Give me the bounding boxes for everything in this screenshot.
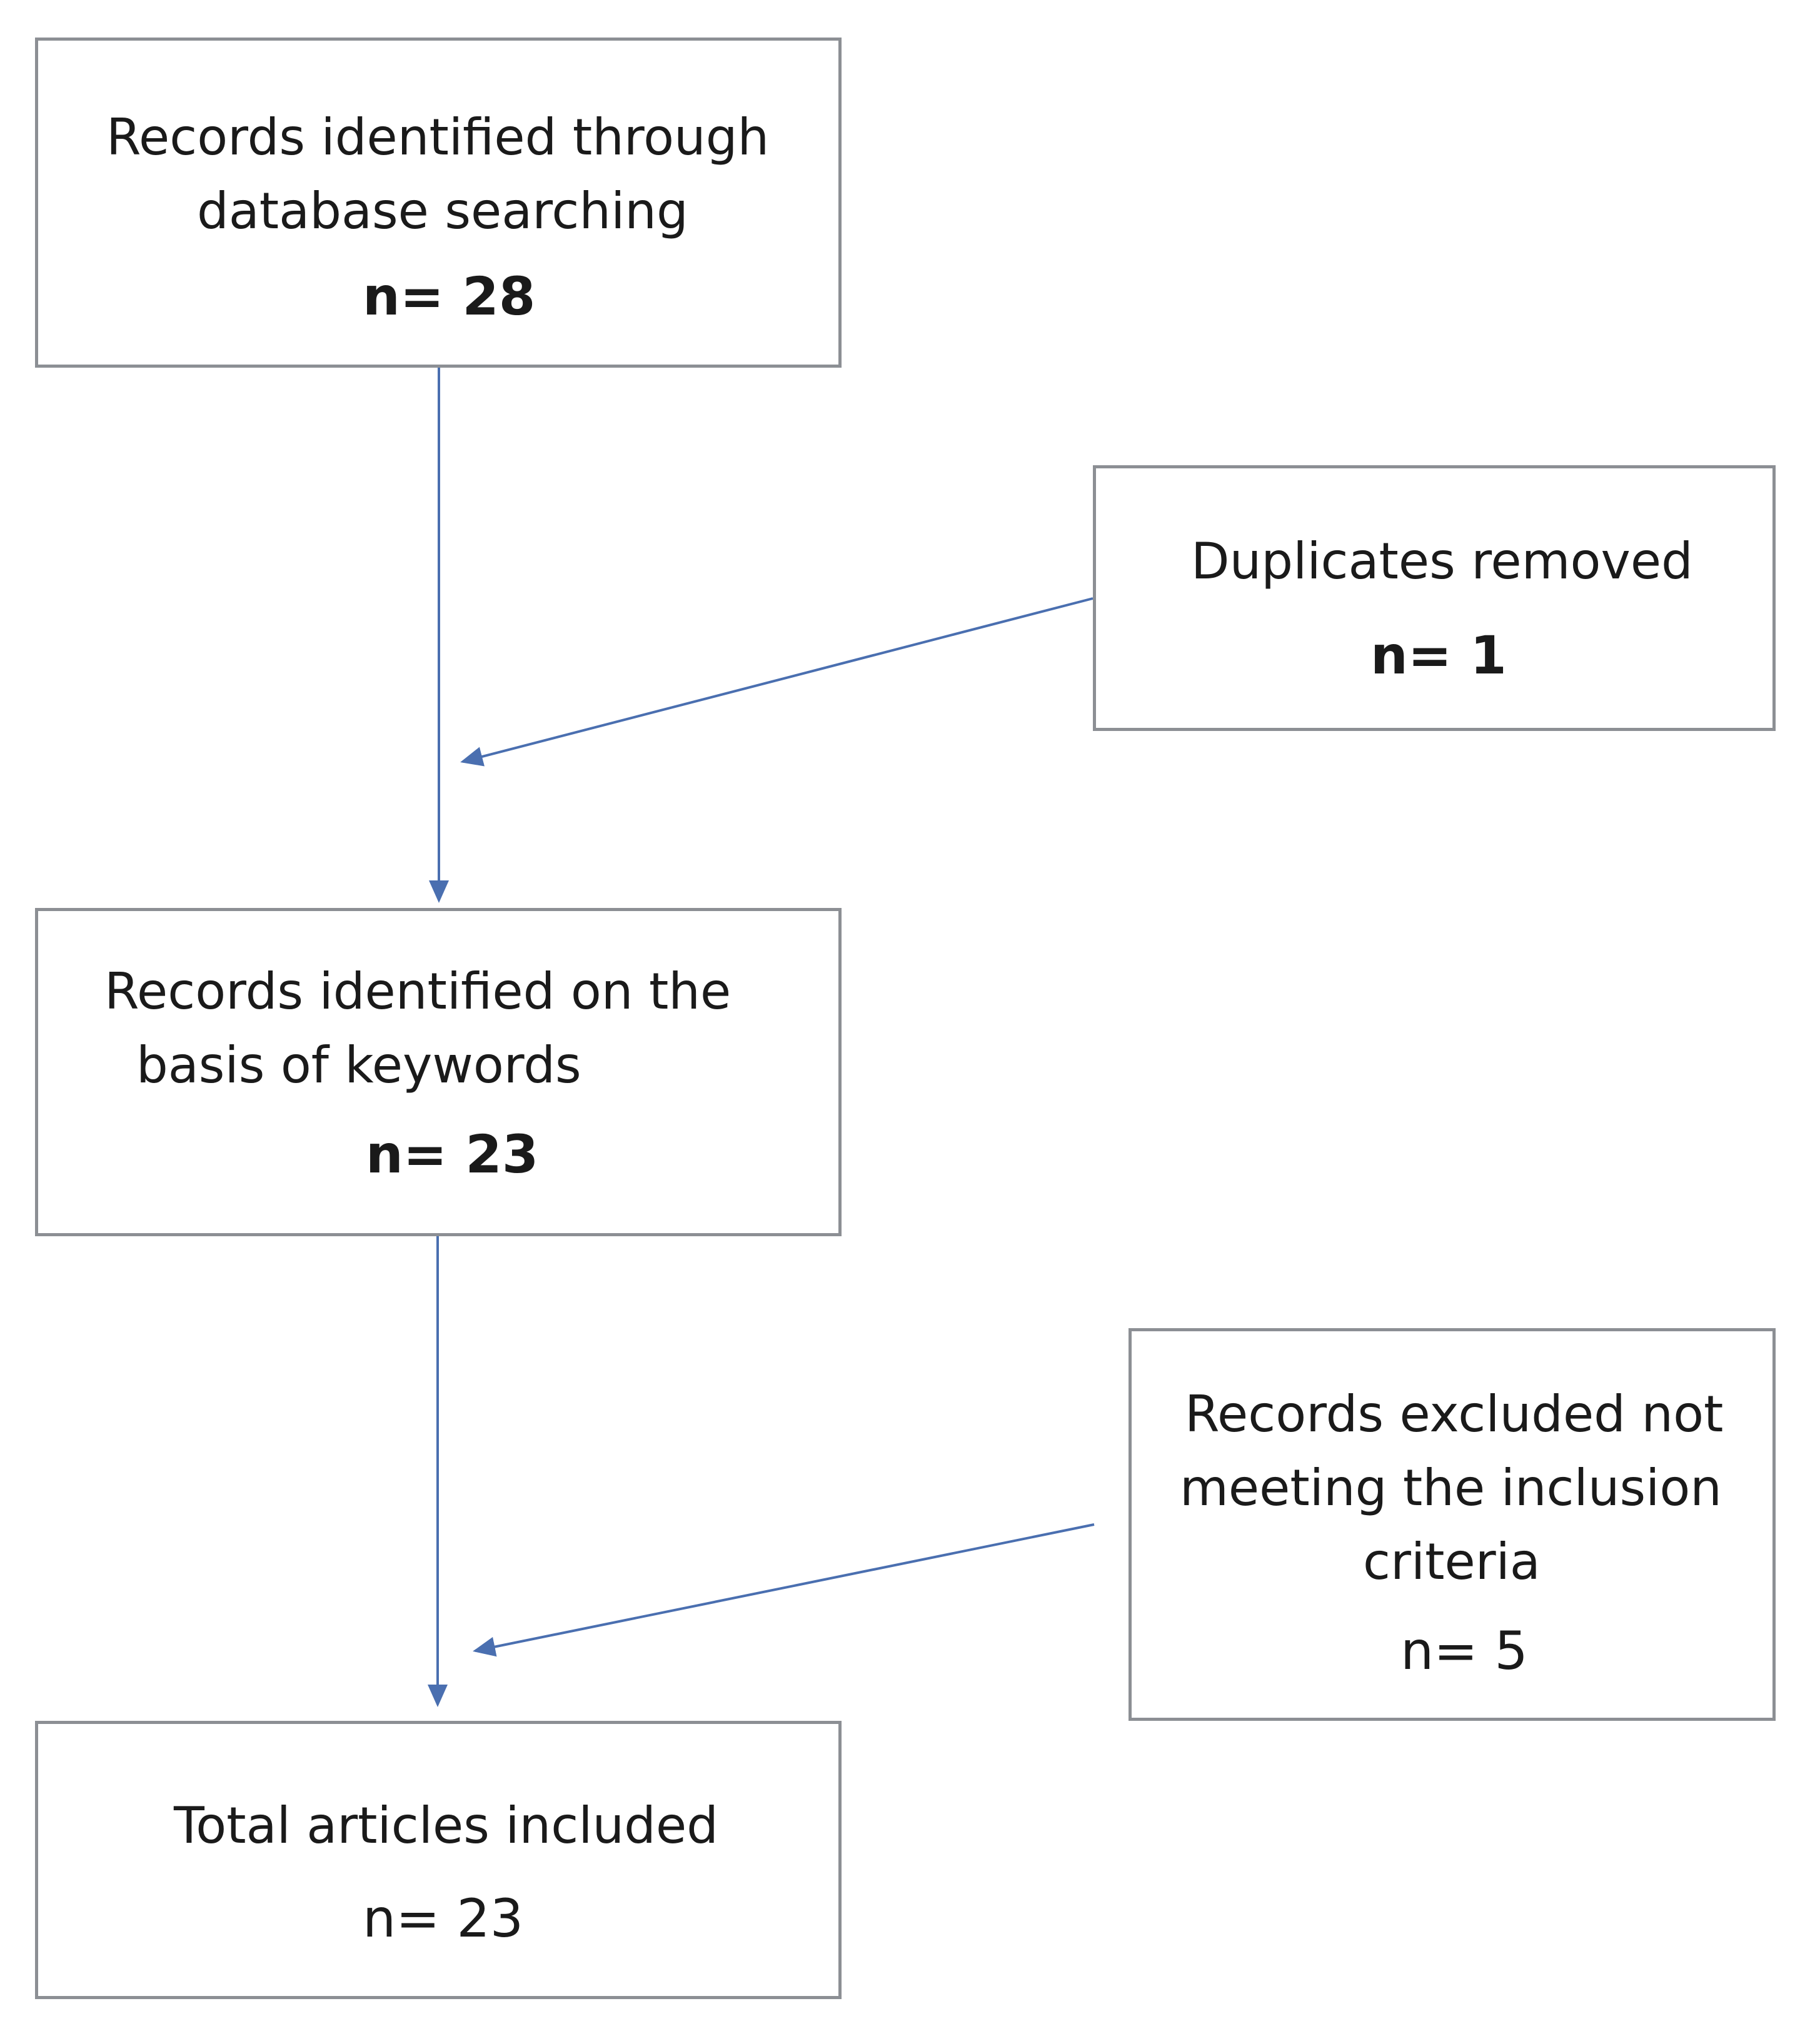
- records-excluded-line3: criteria: [1363, 1533, 1541, 1591]
- records-keywords-line1: Records identified on the: [104, 962, 732, 1021]
- records-excluded-line2: meeting the inclusion: [1180, 1459, 1722, 1517]
- total-included-box: [35, 1721, 842, 1999]
- records-keywords-count: n= 23: [366, 1124, 539, 1185]
- total-included-label: Total articles included: [174, 1797, 718, 1855]
- arrow-duplicates-to-flow: [460, 597, 1094, 767]
- total-included-count: n= 23: [363, 1888, 524, 1949]
- records-keywords-box: [35, 908, 842, 1236]
- records-excluded-count: n= 5: [1400, 1620, 1528, 1681]
- records-identified-line1: Records identified through: [106, 108, 770, 166]
- records-identified-count: n= 28: [363, 266, 536, 327]
- arrow-excluded-to-flow: [473, 1523, 1095, 1657]
- duplicates-removed-box: [1093, 465, 1776, 731]
- records-keywords-line2: basis of keywords: [136, 1036, 581, 1094]
- duplicates-removed-label: Duplicates removed: [1191, 532, 1693, 590]
- records-identified-box: [35, 38, 842, 368]
- records-excluded-line1: Records excluded not: [1185, 1385, 1724, 1443]
- duplicates-removed-count: n= 1: [1370, 625, 1507, 686]
- records-identified-line2: database searching: [197, 182, 688, 240]
- records-excluded-box: [1129, 1328, 1776, 1721]
